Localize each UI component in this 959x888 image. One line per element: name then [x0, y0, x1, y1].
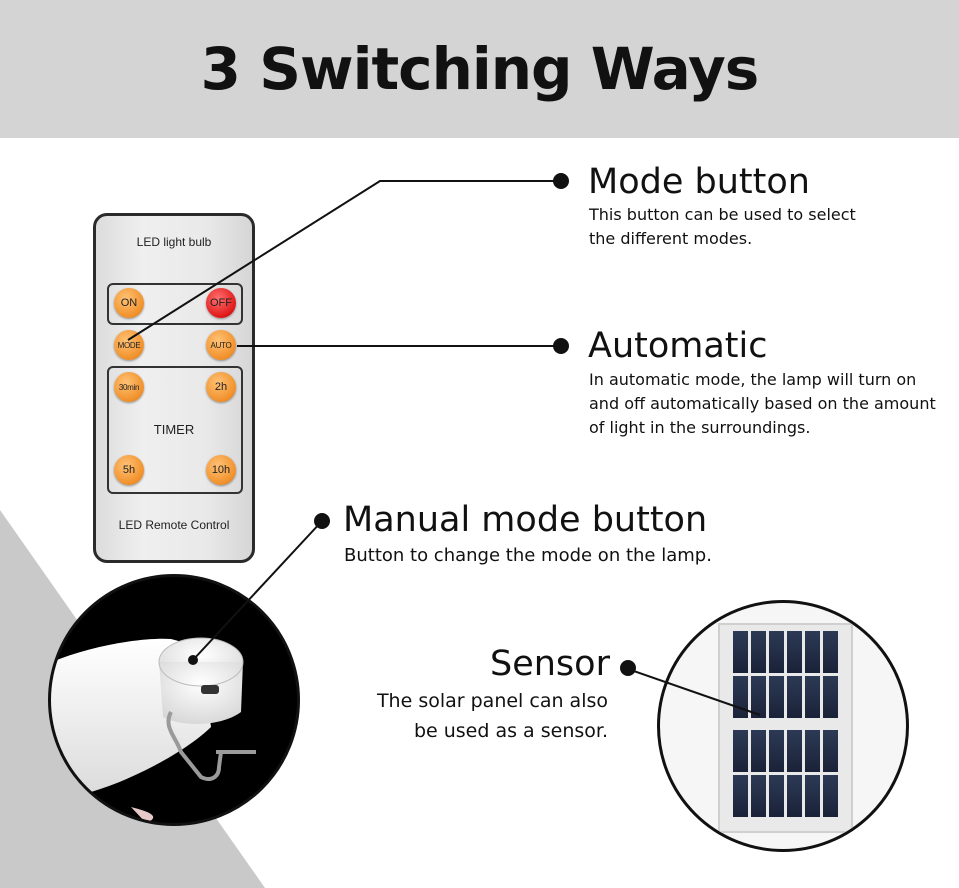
sensor-pointer-dot — [620, 660, 636, 676]
timer-5h-button[interactable]: 5h — [114, 455, 144, 485]
manual-pointer-dot — [314, 513, 330, 529]
mode-button-title: Mode button — [588, 162, 810, 202]
auto-desc-line3: of light in the surroundings. — [589, 418, 811, 437]
lamp-photo — [48, 574, 300, 826]
manual-title: Manual mode button — [343, 500, 708, 540]
timer-10h-button[interactable]: 10h — [206, 455, 236, 485]
mode-button[interactable]: MODE — [114, 330, 144, 360]
auto-pointer-dot — [553, 338, 569, 354]
auto-desc-line1: In automatic mode, the lamp will turn on — [589, 370, 917, 389]
automatic-title: Automatic — [588, 326, 768, 366]
power-group — [107, 283, 243, 325]
manual-desc-line1: Button to change the mode on the lamp. — [344, 545, 712, 566]
sensor-title: Sensor — [490, 644, 610, 684]
off-button[interactable]: OFF — [206, 288, 236, 318]
auto-button[interactable]: AUTO — [206, 330, 236, 360]
manual-desc: Button to change the mode on the lamp. — [344, 544, 712, 568]
on-button[interactable]: ON — [114, 288, 144, 318]
remote-footer: LED Remote Control — [118, 518, 230, 532]
sensor-desc: The solar panel can also be used as a se… — [330, 686, 608, 746]
timer-label: TIMER — [153, 422, 195, 437]
timer-30min-button[interactable]: 30min — [114, 372, 144, 402]
sensor-desc-line1: The solar panel can also — [376, 690, 608, 712]
timer-group — [107, 366, 243, 494]
mode-button-desc: This button can be used to select the di… — [589, 203, 856, 251]
mode-desc-line1: This button can be used to select — [589, 205, 856, 224]
solar-panel-photo — [657, 600, 909, 852]
timer-2h-button[interactable]: 2h — [206, 372, 236, 402]
lamp-bulb-icon — [51, 637, 256, 823]
sensor-desc-line2: be used as a sensor. — [413, 720, 608, 742]
automatic-desc: In automatic mode, the lamp will turn on… — [589, 368, 936, 440]
solar-panel-icon — [718, 623, 853, 833]
mode-desc-line2: the different modes. — [589, 229, 753, 248]
remote-header: LED light bulb — [136, 235, 212, 249]
page-title: 3 Switching Ways — [200, 35, 760, 103]
remote-control: LED light bulb ON OFF MODE AUTO 30min 2h… — [93, 213, 255, 563]
auto-desc-line2: and off automatically based on the amoun… — [589, 394, 936, 413]
mode-pointer-dot — [553, 173, 569, 189]
title-banner: 3 Switching Ways — [0, 0, 959, 138]
bulb-button-marker — [188, 655, 198, 665]
